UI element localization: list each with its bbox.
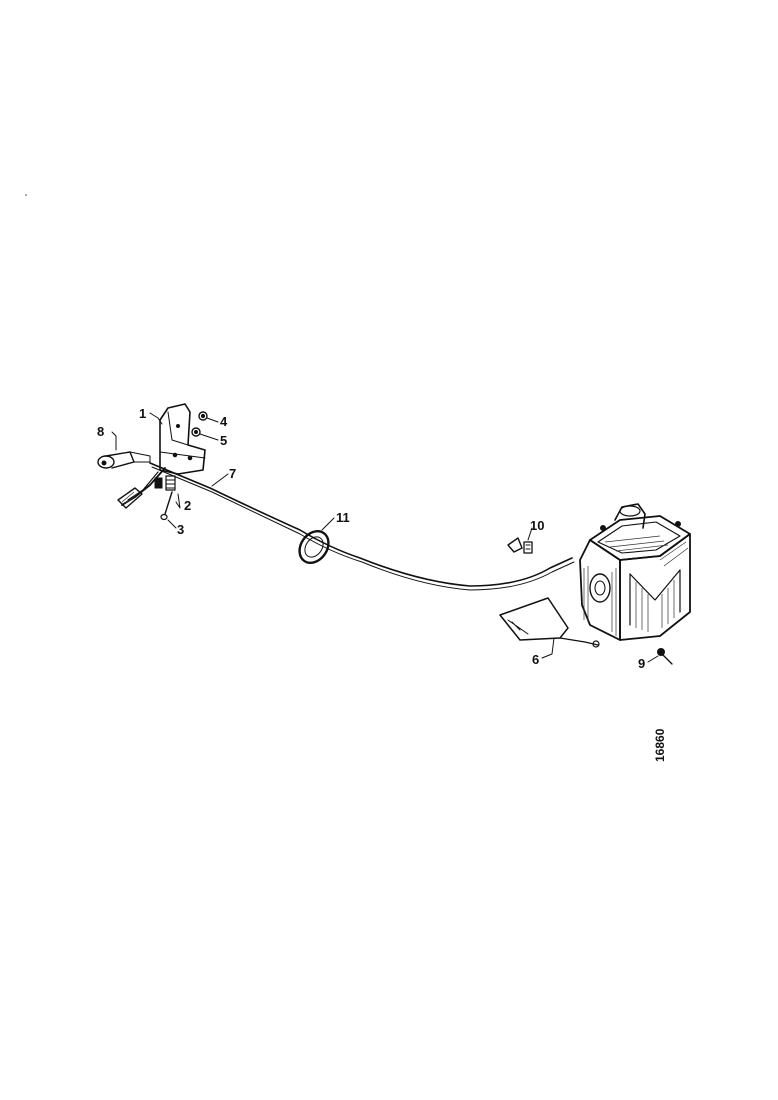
stray-dot [25,194,27,196]
callout-7: 7 [229,466,236,481]
part-8-bushing [97,451,151,469]
callout-8: 8 [97,424,104,439]
part-10-clip [507,537,533,554]
callout-5: 5 [220,433,227,448]
part-6-plate [499,597,600,648]
part-5-washer [191,427,201,437]
callout-4: 4 [220,414,228,429]
callout-9: 9 [638,656,645,671]
part-7-cable [149,462,575,591]
callout-1: 1 [139,406,146,421]
reference-number: 16860 [653,728,667,762]
pedal-bracket-assembly [117,403,206,509]
leader-lines [111,412,659,663]
part-9-screw [657,648,673,665]
callout-3: 3 [177,522,184,537]
carburettor-housing [579,503,691,641]
part-11-grommet [298,530,330,564]
part-3-bolt [160,491,173,521]
part-4-nut [198,411,208,421]
callout-11: 11 [336,510,350,525]
callout-10: 10 [530,518,544,533]
callout-6: 6 [532,652,539,667]
callout-2: 2 [184,498,191,513]
